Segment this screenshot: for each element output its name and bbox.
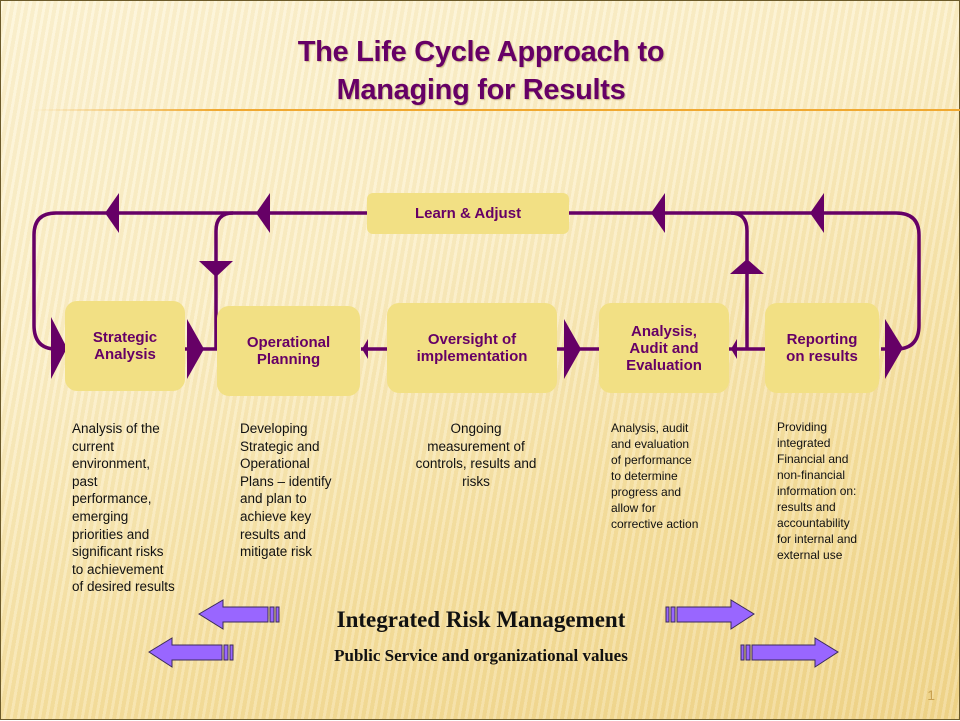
- stage-label-line: Analysis: [94, 346, 156, 363]
- description-line: Operational: [240, 456, 310, 472]
- stage-label-line: Reporting: [786, 331, 858, 348]
- description-line: results and: [777, 500, 836, 514]
- description-line: Financial and: [777, 452, 849, 466]
- description-oversight: Ongoing measurement of controls, results a…: [401, 420, 551, 490]
- values-label: Public Service and organizational values: [334, 646, 628, 665]
- irm-arrow-right: [665, 599, 755, 630]
- description-line: non-financial: [777, 468, 846, 482]
- stage-label-line: Analysis,: [631, 322, 697, 340]
- description-line: environment,: [72, 456, 151, 472]
- description-analysis-audit-evaluation: Analysis, audit and evaluation of performa…: [611, 420, 721, 532]
- page-number: 1: [927, 687, 935, 703]
- description-line: of performance: [611, 453, 692, 467]
- description-line: and plan to: [240, 491, 307, 507]
- arrowhead-evaluation-small: [731, 339, 737, 359]
- description-line: significant risks: [72, 544, 164, 560]
- description-line: to determine: [611, 469, 678, 483]
- arrowhead-top-4: [810, 193, 824, 233]
- description-line: corrective action: [611, 517, 699, 531]
- stage-label-line: Operational: [246, 334, 331, 351]
- description-line: Developing: [240, 421, 308, 436]
- arrowhead-down-planning: [199, 261, 233, 277]
- description-line: Strategic and: [240, 438, 320, 454]
- description-line: current: [72, 438, 115, 454]
- stage-label-line: Oversight of: [427, 331, 517, 348]
- description-line: mitigate risk: [240, 544, 313, 560]
- arrowhead-into-strategic: [51, 317, 67, 379]
- title-line-1: The Life Cycle Approach to: [297, 36, 665, 68]
- description-line: emerging: [72, 508, 129, 524]
- arrowhead-top-3: [651, 193, 665, 233]
- learn-adjust-label: Learn & Adjust: [414, 205, 522, 222]
- slide-title: The Life Cycle Approach to Managing for …: [1, 33, 960, 109]
- description-line: external use: [777, 548, 843, 562]
- arrowhead-into-evaluation: [564, 319, 581, 379]
- description-line: information on:: [777, 484, 857, 498]
- arrowhead-into-reporting-end: [885, 319, 903, 379]
- description-line: integrated: [777, 436, 831, 450]
- stage-label-line: implementation: [416, 348, 528, 365]
- values-arrow-left: [148, 637, 234, 668]
- description-line: risks: [462, 473, 490, 489]
- stage-label-line: Planning: [256, 351, 321, 368]
- description-line: measurement of: [427, 438, 525, 454]
- title-underline: [31, 109, 960, 111]
- stage-label-line: Evaluation: [626, 356, 702, 374]
- description-line: performance,: [72, 491, 152, 507]
- branch-down-planning: [214, 211, 234, 349]
- title-line-2: Managing for Results: [336, 74, 626, 106]
- description-line: priorities and: [72, 526, 150, 542]
- description-line: and evaluation: [611, 437, 690, 451]
- description-line: controls, results and: [415, 456, 537, 472]
- arrowhead-up-evaluation: [730, 259, 764, 274]
- description-line: Analysis of the: [72, 421, 160, 436]
- description-line: past: [72, 473, 98, 489]
- irm-arrow-left: [198, 599, 280, 630]
- description-line: results and: [240, 526, 307, 542]
- description-strategic-analysis: Analysis of the current environment,past pe…: [72, 420, 202, 596]
- stage-label-line: on results: [786, 348, 858, 365]
- description-line: Plans – identify: [240, 473, 332, 489]
- description-line: Analysis, audit: [611, 421, 689, 435]
- description-line: to achievement: [72, 561, 164, 577]
- description-line: Providing: [777, 420, 828, 434]
- arrowhead-into-planning: [187, 319, 204, 379]
- stage-label-line: Audit and: [629, 339, 699, 357]
- stage-label-line: Strategic: [92, 329, 158, 346]
- description-line: Ongoing: [450, 421, 502, 436]
- description-line: of desired results: [72, 579, 175, 595]
- description-line: achieve key: [240, 508, 312, 524]
- arrowhead-top-2: [256, 193, 270, 233]
- description-line: progress and: [611, 485, 682, 499]
- arrowhead-oversight-to-planning: [362, 339, 368, 359]
- branch-up-evaluation: [730, 211, 749, 349]
- description-line: accountability: [777, 516, 850, 530]
- values-arrow-right: [740, 637, 839, 668]
- learn-adjust-box: Learn & Adjust: [367, 193, 569, 234]
- arrowhead-top-1: [105, 193, 119, 233]
- feedback-line-right: [569, 211, 921, 351]
- description-line: allow for: [611, 501, 656, 515]
- description-line: for internal and: [777, 532, 858, 546]
- feedback-line-left: [32, 211, 381, 351]
- integrated-risk-management-label: Integrated Risk Management: [336, 607, 626, 632]
